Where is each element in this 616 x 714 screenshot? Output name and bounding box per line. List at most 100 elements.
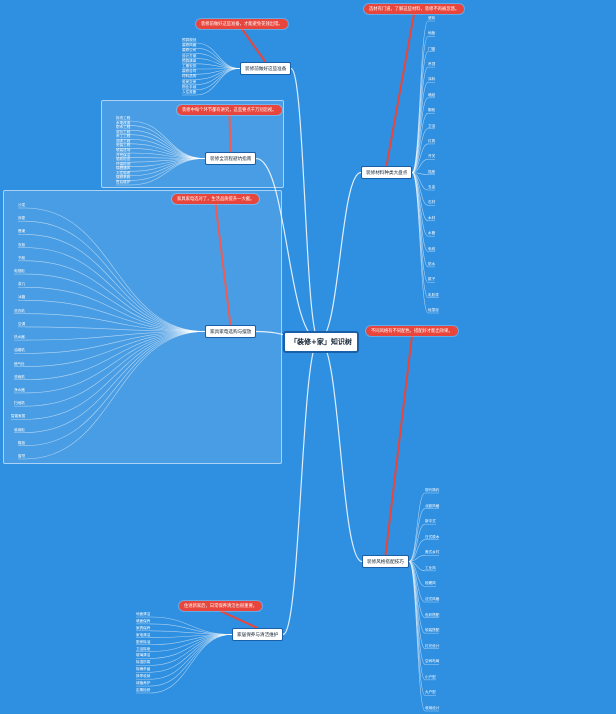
leaf-node[interactable]: 现代简约: [425, 488, 440, 492]
leaf-node[interactable]: 鞋柜: [18, 440, 26, 445]
leaf-node[interactable]: 绿植养护: [136, 681, 151, 686]
central-topic[interactable]: 「装修+家」知识树: [283, 331, 359, 353]
leaf-node[interactable]: 茶几: [18, 282, 26, 287]
leaf-node[interactable]: 家电清洁: [136, 632, 151, 637]
leaf-node[interactable]: 定期检修: [136, 688, 151, 692]
leaf-node[interactable]: 硅藻泥: [428, 308, 439, 312]
leaf-node[interactable]: 油烟机: [14, 348, 25, 353]
leaf-node[interactable]: 腻子: [428, 277, 436, 282]
leaf-node[interactable]: 空间布局: [425, 659, 440, 664]
leaf-node[interactable]: 瓷砖: [428, 16, 436, 20]
leaf-node[interactable]: 插座: [428, 169, 436, 174]
branch-preparation[interactable]: 装修前做好这些准备: [240, 62, 292, 75]
leaf-node[interactable]: 软装搭配: [425, 628, 440, 633]
leaf-node[interactable]: 工期安排: [182, 64, 197, 68]
leaf-node[interactable]: 厨房除油: [136, 639, 151, 644]
leaf-node[interactable]: 扫地机: [14, 401, 25, 406]
branch-style[interactable]: 装修风格搭配技巧: [362, 555, 409, 568]
leaf-node[interactable]: 燃气灶: [14, 361, 25, 366]
leaf-node[interactable]: 洗衣机: [14, 308, 25, 313]
leaf-node[interactable]: 保修条款: [116, 175, 131, 180]
leaf-node[interactable]: 卫浴: [428, 123, 436, 128]
leaf-node[interactable]: 油漆工程: [116, 138, 131, 143]
leaf-node[interactable]: 吊顶: [428, 62, 436, 67]
leaf-node[interactable]: 防水: [428, 261, 436, 266]
leaf-node[interactable]: 冰箱: [18, 295, 26, 300]
leaf-node[interactable]: 灯具: [428, 138, 436, 143]
leaf-node[interactable]: 防水工程: [116, 125, 131, 130]
leaf-node[interactable]: 装修风格: [182, 43, 197, 48]
leaf-node[interactable]: 卫浴除垢: [136, 646, 151, 651]
leaf-node[interactable]: 北欧风格: [425, 503, 440, 508]
branch-materials[interactable]: 装修材料种类大盘点: [361, 166, 413, 179]
leaf-node[interactable]: 色彩搭配: [425, 612, 440, 617]
leaf-node[interactable]: 入住验收: [116, 170, 131, 175]
leaf-node[interactable]: 衣柜: [18, 242, 26, 247]
leaf-node[interactable]: 拆改工程: [116, 116, 131, 120]
leaf-node[interactable]: 热水器: [14, 335, 25, 340]
leaf-node[interactable]: 工业风: [425, 565, 436, 570]
leaf-node[interactable]: 墙纸: [428, 92, 436, 97]
leaf-node[interactable]: 小户型: [425, 674, 436, 679]
leaf-node[interactable]: 床垫: [18, 216, 26, 221]
leaf-node[interactable]: 材料选购: [182, 74, 197, 79]
leaf-node[interactable]: 书柜: [18, 255, 26, 260]
leaf-node[interactable]: 除螨杀菌: [136, 667, 151, 672]
leaf-node[interactable]: 法式风格: [425, 597, 440, 601]
leaf-node[interactable]: 装修合同: [182, 69, 197, 74]
leaf-node[interactable]: 洗碗机: [14, 374, 25, 379]
leaf-node[interactable]: 轻奢风: [425, 581, 436, 586]
leaf-node[interactable]: 灯光设计: [425, 643, 440, 648]
leaf-node[interactable]: 门窗: [428, 46, 436, 51]
leaf-node[interactable]: 开关: [428, 154, 436, 159]
leaf-node[interactable]: 验收检查: [116, 157, 131, 162]
leaf-node[interactable]: 物业手续: [182, 84, 197, 89]
leaf-node[interactable]: 窗帘: [18, 454, 26, 458]
leaf-node[interactable]: 装修公司: [182, 48, 197, 53]
leaf-node[interactable]: 净水器: [14, 387, 25, 392]
leaf-node[interactable]: 泥瓦工程: [116, 129, 131, 134]
leaf-node[interactable]: 玻璃清洁: [136, 653, 151, 658]
branch-furniture[interactable]: 家具家电选购与摆放: [205, 325, 257, 338]
leaf-node[interactable]: 墙面保养: [136, 618, 151, 623]
branch-maintenance[interactable]: 家居保养与清洁维护: [232, 628, 284, 641]
leaf-node[interactable]: 五金: [428, 185, 436, 190]
leaf-node[interactable]: 大户型: [425, 690, 436, 695]
leaf-node[interactable]: 地面清洁: [136, 612, 151, 616]
leaf-node[interactable]: 换季收纳: [136, 674, 151, 679]
leaf-node[interactable]: 木工工程: [116, 134, 131, 139]
branch-process[interactable]: 装修全流程避坑指南: [205, 152, 257, 165]
leaf-node[interactable]: 收纳柜: [14, 427, 25, 432]
leaf-node[interactable]: 空调: [18, 321, 26, 326]
leaf-node[interactable]: 水电改造: [116, 120, 131, 125]
leaf-node[interactable]: 家具保养: [136, 625, 151, 630]
leaf-node[interactable]: 预算清单: [182, 58, 197, 63]
leaf-node[interactable]: 涂料: [428, 77, 436, 82]
leaf-node[interactable]: 智能家居: [11, 414, 26, 419]
leaf-node[interactable]: 售后维护: [116, 180, 131, 184]
leaf-node[interactable]: 地板: [428, 31, 436, 36]
leaf-node[interactable]: 乳胶漆: [428, 292, 439, 297]
leaf-node[interactable]: 环保检测: [116, 161, 131, 166]
leaf-node[interactable]: 电线: [428, 246, 436, 251]
leaf-node[interactable]: 安装工程: [116, 143, 131, 148]
leaf-node[interactable]: 软装进场: [116, 148, 131, 152]
leaf-node[interactable]: 橱柜: [428, 108, 436, 113]
leaf-node[interactable]: 开荒保洁: [116, 152, 131, 157]
leaf-node[interactable]: 石材: [428, 200, 436, 205]
leaf-node[interactable]: 餐桌: [18, 229, 26, 234]
leaf-node[interactable]: 木材: [428, 215, 436, 220]
leaf-node[interactable]: 新中式: [425, 519, 436, 524]
leaf-node[interactable]: 入住准备: [182, 90, 197, 94]
leaf-node[interactable]: 美式乡村: [425, 550, 440, 555]
leaf-node[interactable]: 水管: [428, 231, 436, 236]
leaf-node[interactable]: 日式原木: [425, 534, 440, 539]
leaf-node[interactable]: 预算规划: [182, 38, 197, 42]
leaf-node[interactable]: 设计方案: [182, 53, 197, 58]
leaf-node[interactable]: 验房交房: [182, 79, 197, 84]
leaf-node[interactable]: 除醛通风: [116, 166, 131, 171]
leaf-node[interactable]: 除湿防霉: [136, 660, 151, 665]
leaf-node[interactable]: 电视柜: [14, 269, 25, 274]
leaf-node[interactable]: 收纳设计: [425, 706, 440, 710]
leaf-node[interactable]: 沙发: [18, 203, 26, 207]
